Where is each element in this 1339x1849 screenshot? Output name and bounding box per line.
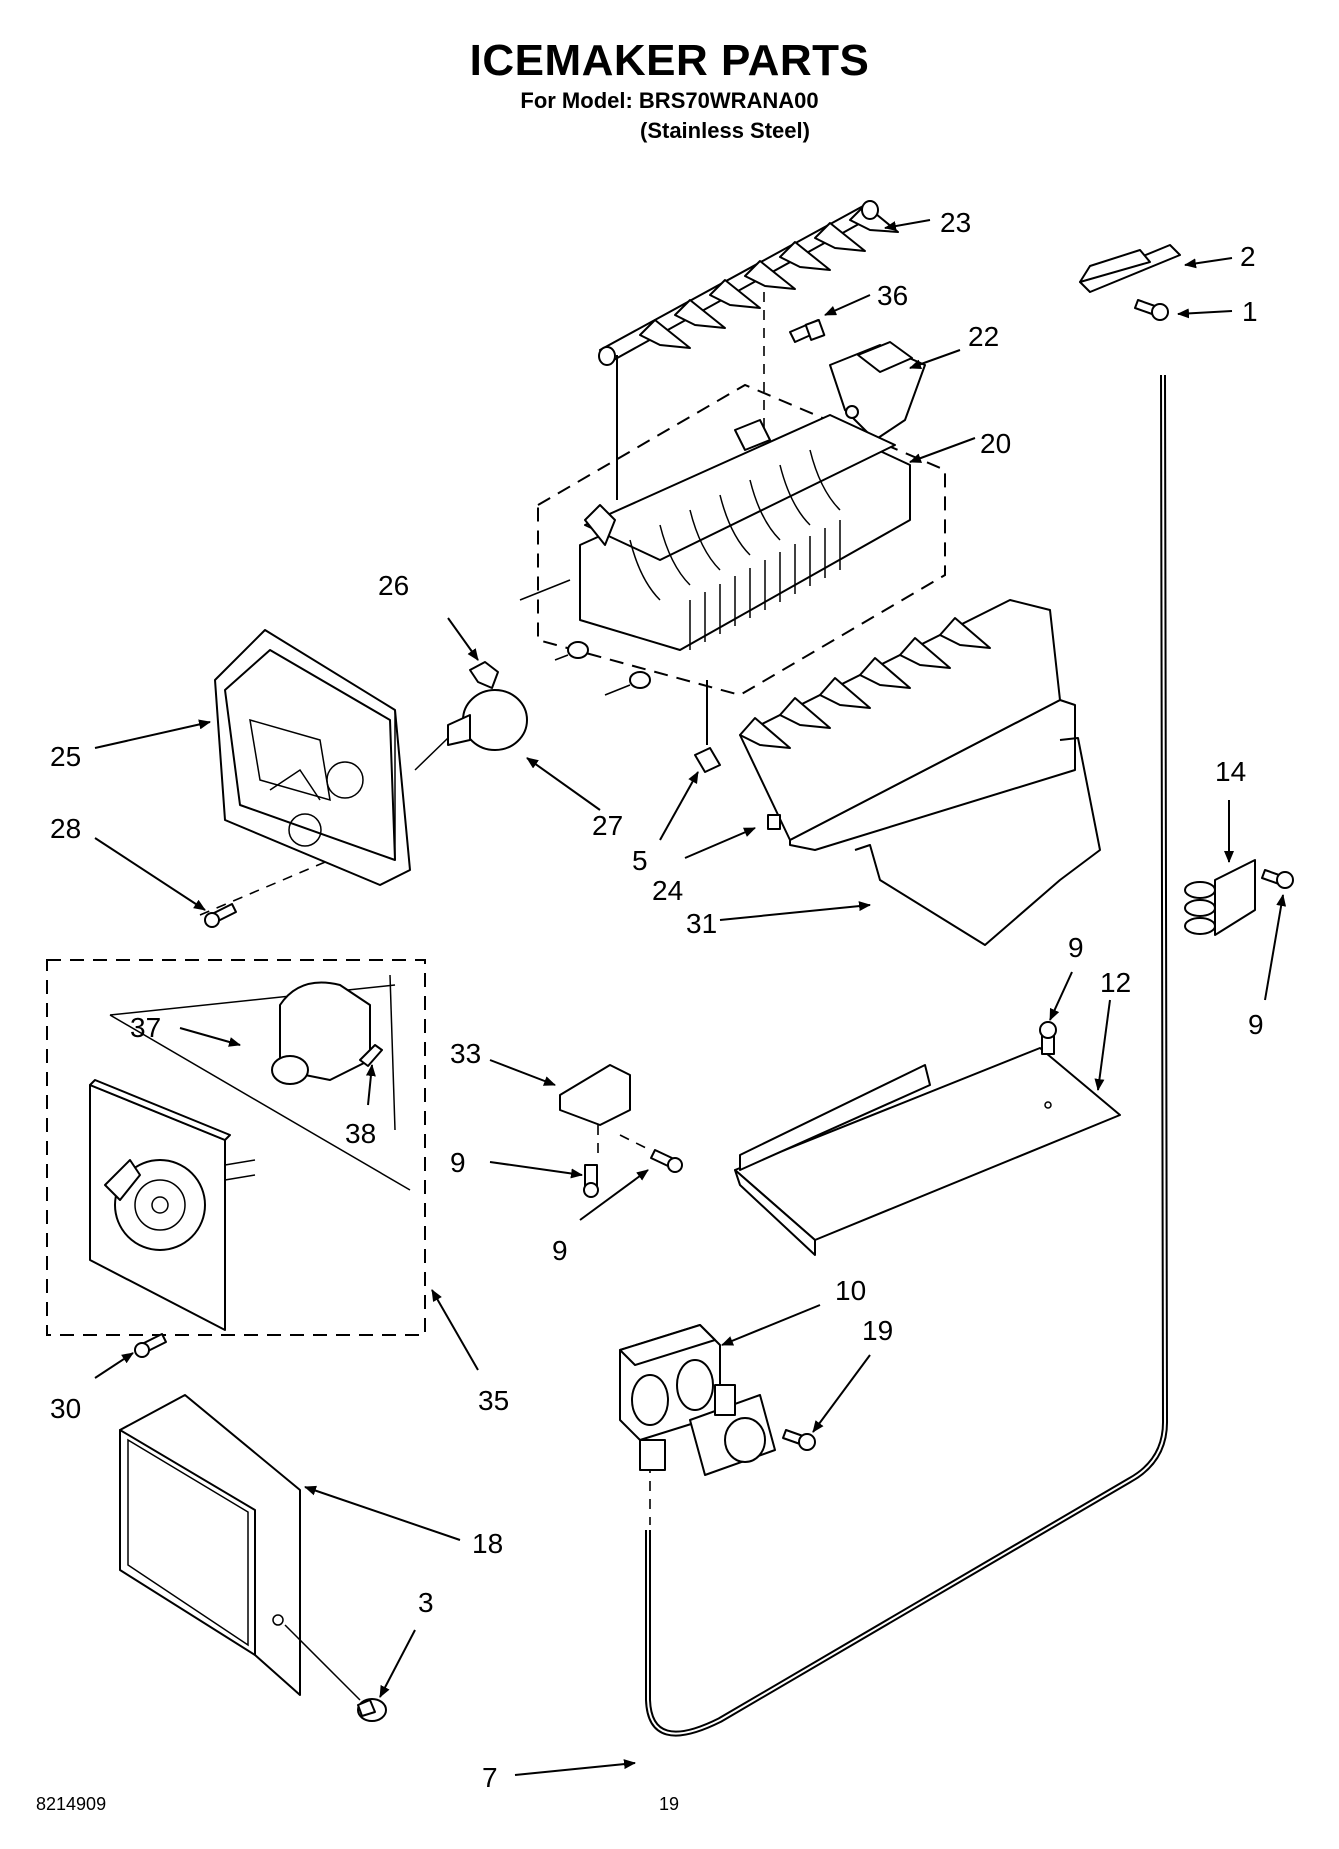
screw-part-28	[204, 903, 237, 928]
screw-part-9-d	[1261, 869, 1294, 889]
callout-37: 37	[130, 1012, 161, 1043]
screw-part-1	[1134, 299, 1169, 321]
plug-part-3	[357, 1698, 387, 1722]
cover-plate-part-12	[734, 1047, 1121, 1256]
screw-part-38	[359, 1044, 383, 1067]
screw-part-36	[789, 319, 826, 343]
callout-19: 19	[862, 1315, 893, 1346]
stripper-part-24	[739, 599, 1076, 851]
callout-10: 10	[835, 1275, 866, 1306]
callout-25: 25	[50, 741, 81, 772]
callout-31: 31	[686, 908, 717, 939]
callout-26: 26	[378, 570, 409, 601]
screw-part-19	[782, 1429, 816, 1451]
cover-part-18	[119, 1394, 301, 1696]
doc-number: 8214909	[36, 1794, 107, 1814]
mold-part-20	[519, 414, 911, 696]
callout-33: 33	[450, 1038, 481, 1069]
screw-part-9-c	[1039, 1021, 1057, 1055]
screw-part-9-a	[583, 1164, 599, 1198]
page-number: 19	[659, 1794, 680, 1814]
callout-9: 9	[1068, 932, 1084, 963]
callout-27: 27	[592, 810, 623, 841]
callout-7: 7	[482, 1762, 498, 1793]
callout-labels: 23 2 1 36 22 20 26 25 27 28 5 24 31 14 9…	[50, 207, 1264, 1793]
housing-part-25	[214, 629, 411, 886]
ejector-part-23	[598, 200, 899, 366]
bracket-part-2	[1079, 244, 1181, 293]
callout-18: 18	[472, 1528, 503, 1559]
screw-part-30	[134, 1333, 167, 1358]
motor-part-27	[414, 689, 528, 771]
shutoff-arm-part-31	[854, 737, 1101, 946]
control-module-part-37	[271, 974, 396, 1131]
callout-2: 2	[1240, 241, 1256, 272]
callout-36: 36	[877, 280, 908, 311]
callout-24: 24	[652, 875, 683, 906]
callout-35: 35	[478, 1385, 509, 1416]
leader-lines	[94, 219, 1287, 1776]
callout-12: 12	[1100, 967, 1131, 998]
callout-20: 20	[980, 428, 1011, 459]
clip-part-26	[469, 661, 499, 689]
control-plate-part-35	[89, 1079, 256, 1331]
screw-part-9-b	[650, 1149, 683, 1173]
clamp-part-14	[1184, 859, 1256, 936]
finish-line: (Stainless Steel)	[640, 118, 810, 143]
callout-9: 9	[450, 1147, 466, 1178]
callout-14: 14	[1215, 756, 1246, 787]
callout-3: 3	[418, 1587, 434, 1618]
callout-5: 5	[632, 845, 648, 876]
water-valve-part-10	[619, 1324, 776, 1476]
callout-30: 30	[50, 1393, 81, 1424]
fill-cup-part-22	[829, 341, 926, 441]
callout-9: 9	[1248, 1009, 1264, 1040]
callout-38: 38	[345, 1118, 376, 1149]
model-line: For Model: BRS70WRANA00	[520, 88, 819, 113]
clip-part-5	[694, 747, 721, 773]
callout-1: 1	[1242, 296, 1258, 327]
callout-9: 9	[552, 1235, 568, 1266]
callout-22: 22	[968, 321, 999, 352]
callout-23: 23	[940, 207, 971, 238]
callout-28: 28	[50, 813, 81, 844]
page-title: ICEMAKER PARTS	[469, 36, 870, 85]
bracket-part-33	[559, 1064, 631, 1126]
